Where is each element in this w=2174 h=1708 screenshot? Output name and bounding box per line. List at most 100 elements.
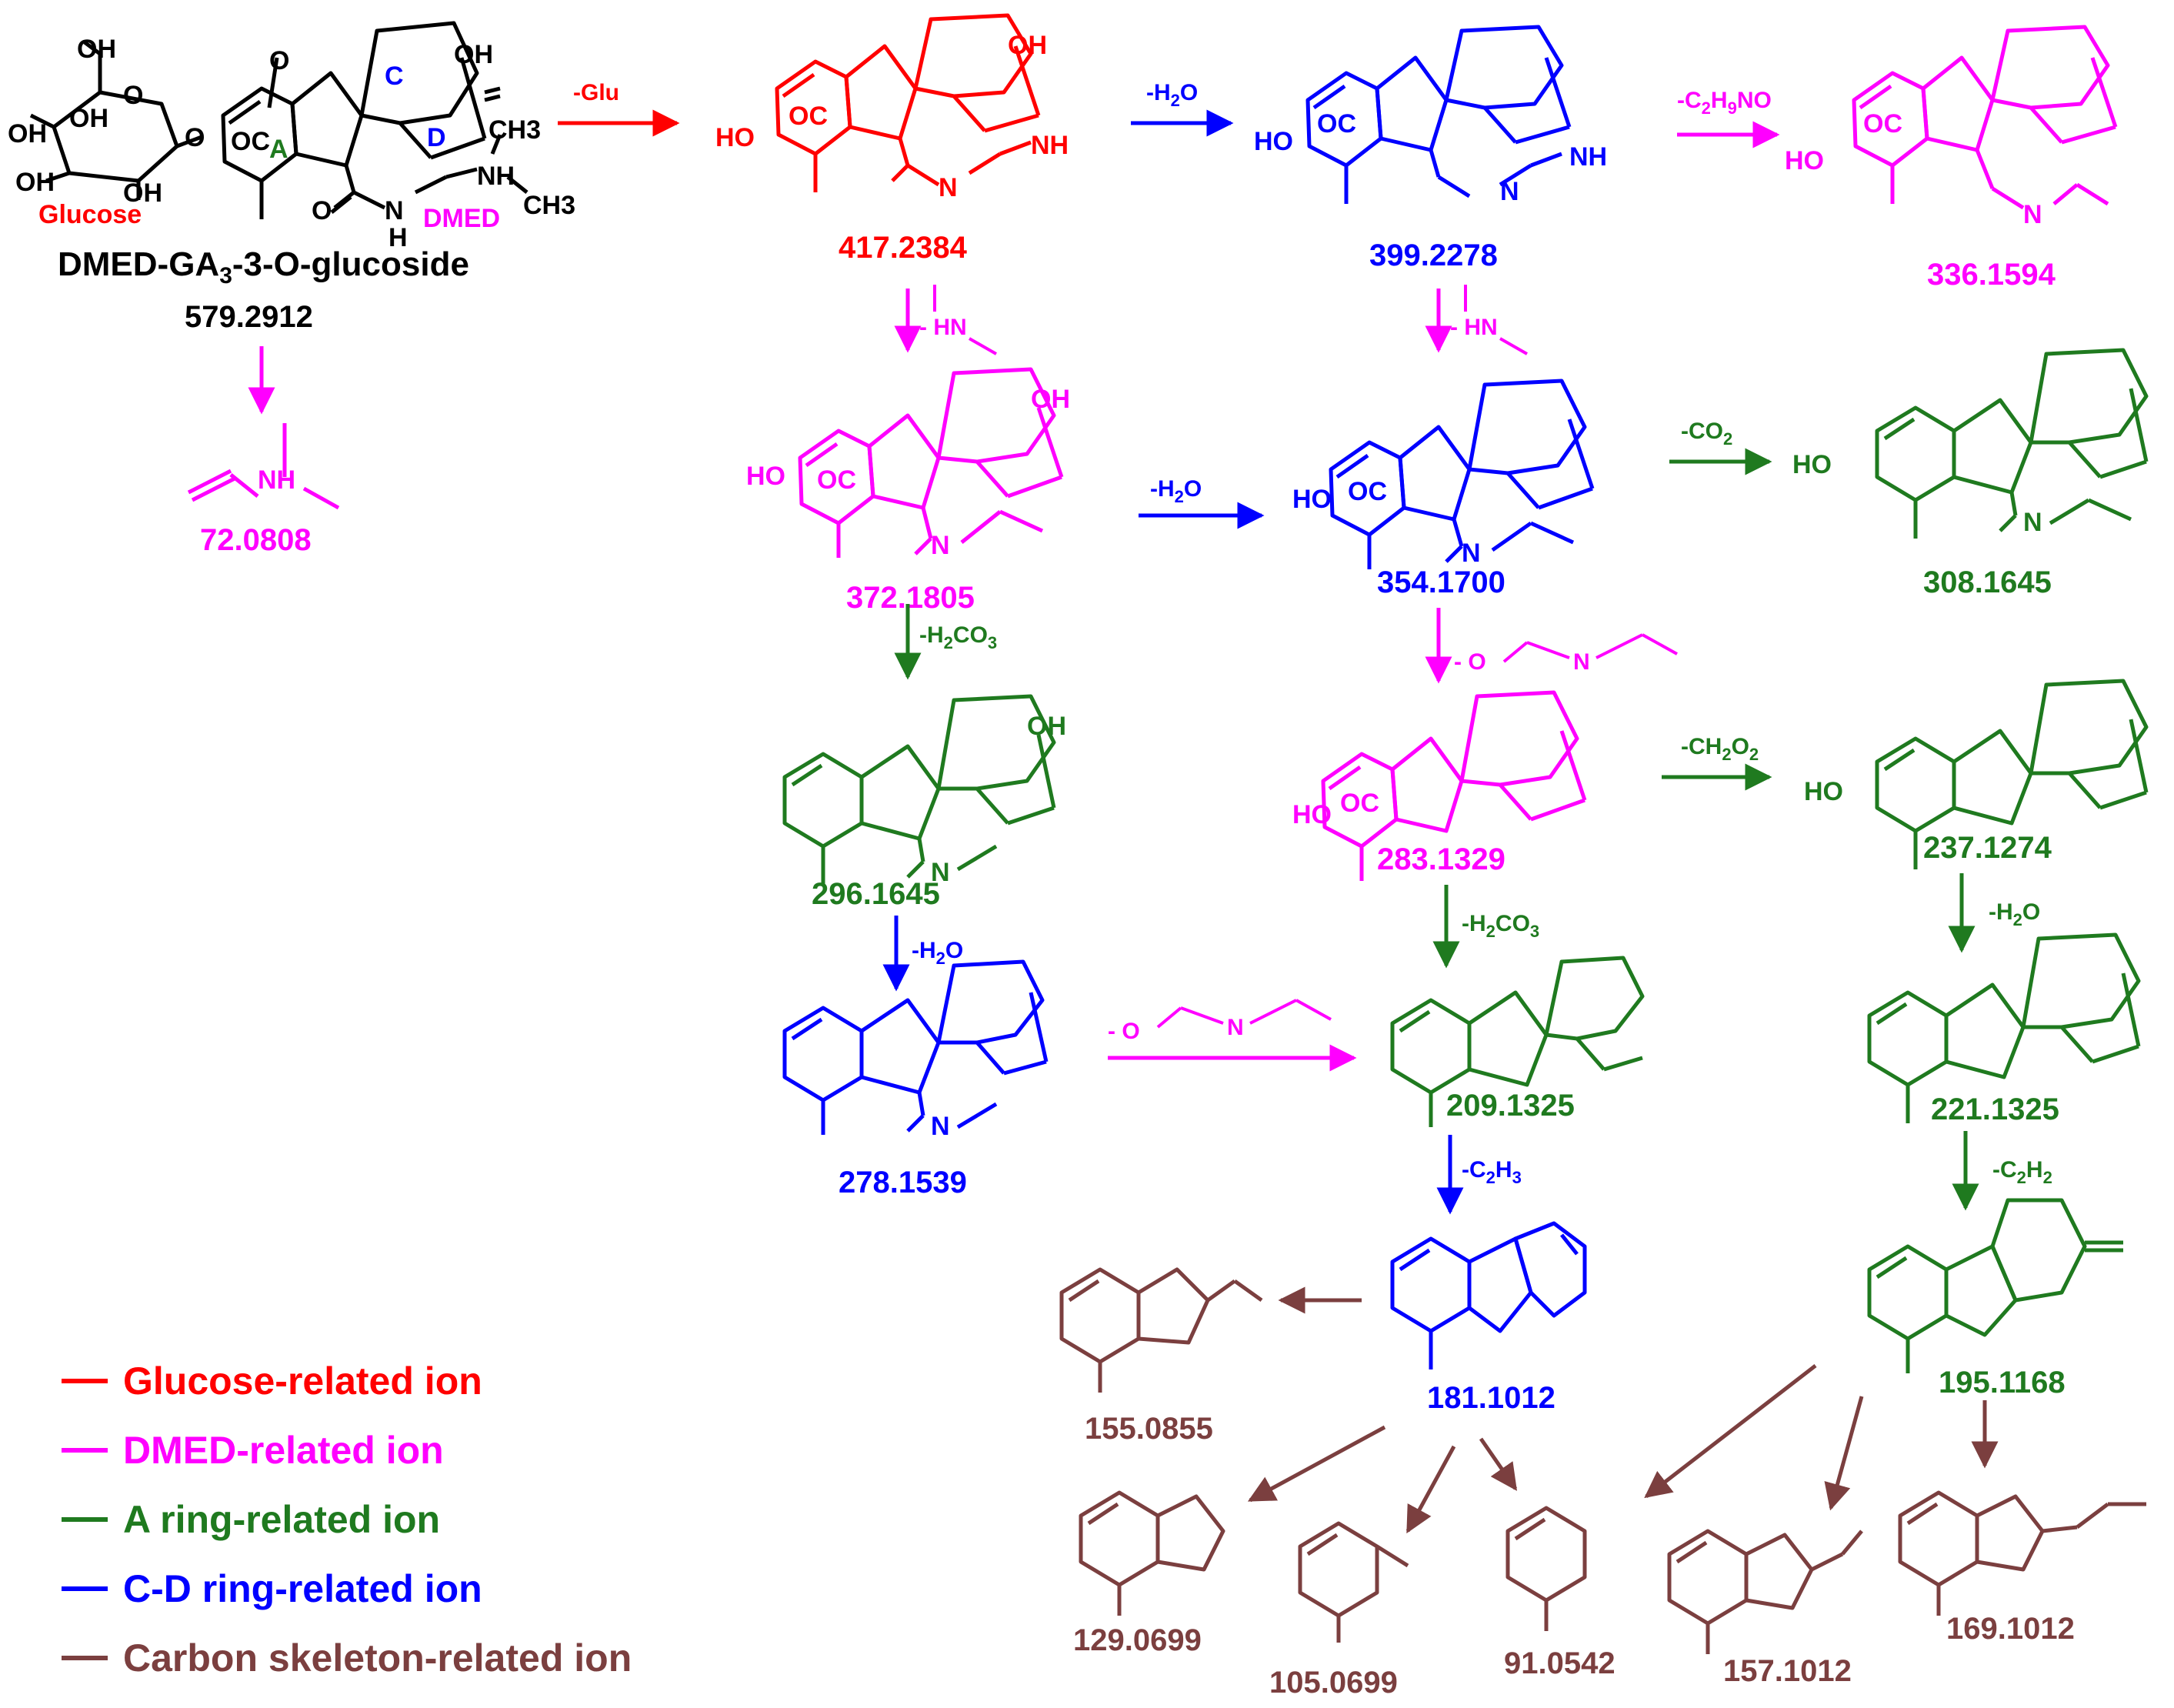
step-structure-bond bbox=[1595, 633, 1643, 659]
atom-label: HO bbox=[715, 123, 755, 152]
legend-label: C-D ring-related ion bbox=[123, 1567, 482, 1610]
atom-label: NH bbox=[477, 162, 515, 191]
arrow-to-105 bbox=[1405, 1445, 1456, 1534]
ion-mz-label: 72.0808 bbox=[200, 523, 312, 557]
atom-label: OC bbox=[1317, 109, 1356, 138]
atom-label: HO bbox=[1292, 485, 1332, 514]
step-structure-bond bbox=[1249, 999, 1297, 1025]
ion-169-structure bbox=[1898, 1490, 2146, 1616]
ion-308-structure bbox=[1875, 348, 2149, 539]
ion-354-structure bbox=[1329, 379, 1595, 569]
legend-item-dmed: DMED-related ion bbox=[62, 1429, 444, 1472]
ion-155-structure bbox=[1059, 1267, 1263, 1393]
step-label: -H2O bbox=[912, 938, 963, 968]
arrow-to-91 bbox=[1479, 1437, 1518, 1491]
ion-209-structure bbox=[1390, 956, 1645, 1127]
step-label: - HN bbox=[919, 315, 967, 340]
legend-item-cd-ring: C-D ring-related ion bbox=[62, 1567, 482, 1610]
legend-label: Glucose-related ion bbox=[123, 1359, 482, 1403]
step-structure-bond bbox=[1502, 641, 1529, 663]
parent-mz: 579.2912 bbox=[185, 300, 313, 334]
pathway-arrows bbox=[248, 109, 1999, 1534]
ion-mz-label: 283.1329 bbox=[1377, 842, 1505, 876]
step-label: -C2H3 bbox=[1462, 1157, 1522, 1187]
legend-item-a-ring: A ring-related ion bbox=[62, 1498, 440, 1541]
ion-336-structure bbox=[1852, 25, 2118, 210]
ion-237-structure bbox=[1875, 679, 2149, 869]
atom-label: OH bbox=[123, 178, 162, 208]
parent-structure bbox=[29, 21, 528, 219]
atom-label: OH bbox=[77, 35, 116, 64]
atom-label: OC bbox=[1348, 477, 1387, 506]
ion-mz-label: 237.1274 bbox=[1923, 831, 2052, 865]
atom-label: OC bbox=[789, 102, 828, 131]
ion-72-structure bbox=[187, 423, 340, 510]
ion-278-structure bbox=[782, 959, 1049, 1135]
ion-mz-label: 308.1645 bbox=[1923, 565, 2052, 599]
ion-129-structure bbox=[1079, 1490, 1225, 1616]
arrow-to-129 bbox=[1247, 1425, 1386, 1503]
step-structure-bond bbox=[1499, 337, 1528, 355]
atom-label: NH bbox=[258, 465, 295, 495]
ion-mz-label: 169.1012 bbox=[1946, 1612, 2075, 1646]
ion-mz-label: 417.2384 bbox=[839, 231, 968, 265]
atom-label: N bbox=[385, 196, 404, 225]
ring-label-c: C bbox=[385, 62, 404, 91]
ion-283-structure bbox=[1321, 690, 1587, 881]
parent-name: DMED-GA3-3-O-glucoside bbox=[58, 245, 469, 289]
atom-label: N bbox=[931, 531, 950, 560]
atom-label: HO bbox=[1254, 127, 1293, 156]
atom-label: HO bbox=[1792, 450, 1832, 479]
ion-mz-label: 296.1645 bbox=[812, 877, 940, 911]
ion-181-structure bbox=[1390, 1221, 1587, 1369]
step-label: -C2H2 bbox=[1992, 1157, 2052, 1187]
atom-label: H bbox=[388, 223, 408, 252]
ion-105-structure bbox=[1298, 1521, 1409, 1643]
atom-label: O bbox=[312, 196, 332, 225]
atom-label: OH bbox=[69, 104, 108, 133]
dmed-moiety-label: DMED bbox=[423, 204, 500, 233]
step-label: -C2H9NO bbox=[1677, 88, 1772, 118]
arrow-to-157 bbox=[1824, 1396, 1864, 1511]
ring-label-a: A bbox=[269, 135, 288, 164]
step-label: -H2O bbox=[1989, 899, 2040, 929]
step-structure-bond bbox=[1156, 1006, 1182, 1029]
parent-atom-labels: OH OH OH OH OH O O OC N H NH CH3 CH3 O O… bbox=[8, 35, 575, 334]
step-labels: -Glu -H2O -C2H9NO - HN - HN -H2O -CO2 -H… bbox=[573, 80, 2052, 1187]
ion-mz-label: 195.1168 bbox=[1939, 1366, 2066, 1399]
step-label: -H2CO3 bbox=[1462, 911, 1539, 941]
atom-label: OH bbox=[1031, 385, 1070, 414]
atom-label: N bbox=[2023, 508, 2042, 537]
atom-label: N bbox=[1462, 539, 1481, 568]
step-label: -H2CO3 bbox=[919, 622, 997, 652]
atom-label: O bbox=[269, 46, 289, 75]
step-structure-bond bbox=[1526, 641, 1570, 659]
step-structure-bond bbox=[1180, 1006, 1224, 1025]
ion-mz-label: 155.0855 bbox=[1085, 1412, 1213, 1446]
ion-mz-label: 157.1012 bbox=[1723, 1654, 1852, 1688]
atom-label: OH bbox=[15, 168, 55, 197]
ion-417-structure bbox=[775, 13, 1041, 192]
legend-label: DMED-related ion bbox=[123, 1429, 444, 1472]
step-structure-bond bbox=[1295, 999, 1332, 1021]
ion-195-structure bbox=[1867, 1198, 2123, 1373]
atom-label: NH bbox=[1031, 131, 1069, 160]
ion-221-structure bbox=[1867, 932, 2141, 1123]
atom-label: HO bbox=[1292, 800, 1332, 829]
legend-item-skeleton: Carbon skeleton-related ion bbox=[62, 1636, 632, 1680]
ion-mz-label: 181.1012 bbox=[1427, 1381, 1555, 1415]
atom-label: OH bbox=[8, 119, 47, 148]
atom-label: N bbox=[1500, 177, 1519, 206]
step-label: N bbox=[1227, 1015, 1244, 1040]
atom-label: N bbox=[931, 858, 950, 887]
legend-label: A ring-related ion bbox=[123, 1498, 440, 1541]
atom-label: HO bbox=[1785, 146, 1824, 175]
atom-label: OC bbox=[817, 465, 856, 495]
ion-mz-label: 399.2278 bbox=[1369, 239, 1498, 272]
step-label: - O bbox=[1108, 1019, 1140, 1044]
atom-label: OH bbox=[1008, 31, 1047, 60]
atom-label: CH3 bbox=[488, 115, 541, 145]
atom-label: N bbox=[939, 173, 958, 202]
ion-399-structure bbox=[1305, 25, 1572, 204]
atom-label: OC bbox=[1340, 789, 1379, 818]
